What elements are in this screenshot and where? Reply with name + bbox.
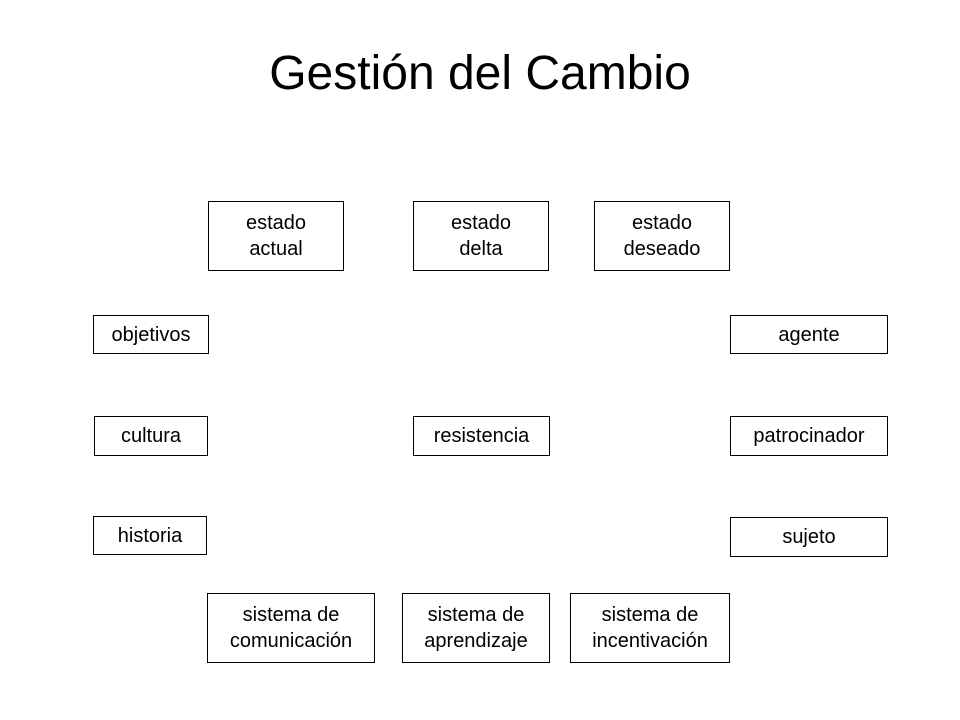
box-estado-actual: estado actual [208, 201, 344, 271]
box-sujeto: sujeto [730, 517, 888, 557]
box-estado-delta: estado delta [413, 201, 549, 271]
box-sistema-aprendizaje: sistema de aprendizaje [402, 593, 550, 663]
box-sistema-incentivacion: sistema de incentivación [570, 593, 730, 663]
box-patrocinador: patrocinador [730, 416, 888, 456]
box-estado-deseado: estado deseado [594, 201, 730, 271]
box-historia: historia [93, 516, 207, 555]
box-cultura: cultura [94, 416, 208, 456]
box-objetivos: objetivos [93, 315, 209, 354]
box-sistema-comunicacion: sistema de comunicación [207, 593, 375, 663]
box-agente: agente [730, 315, 888, 354]
slide-title: Gestión del Cambio [269, 47, 691, 100]
box-resistencia: resistencia [413, 416, 550, 456]
